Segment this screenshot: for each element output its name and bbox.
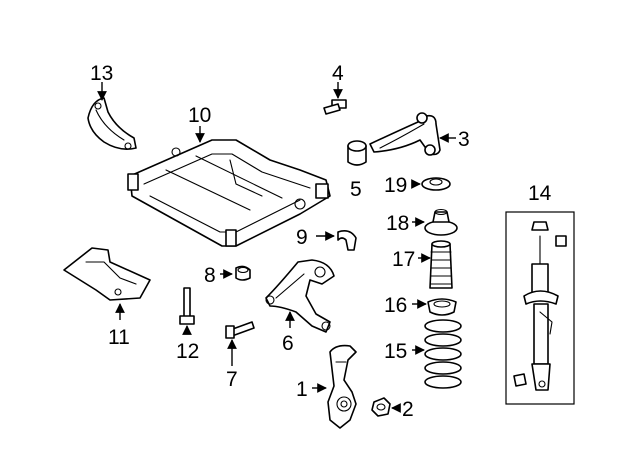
callout-1: 1 (296, 378, 308, 401)
part-14-strut-assembly[interactable] (505, 211, 575, 405)
callout-7: 7 (226, 368, 238, 391)
callout-9: 9 (296, 226, 308, 249)
part-6-lower-control-arm[interactable] (265, 259, 335, 333)
part-4-bolt[interactable] (323, 99, 347, 115)
part-19-mount[interactable] (421, 177, 451, 191)
callout-8: 8 (204, 264, 216, 287)
callout-16: 16 (384, 294, 407, 317)
part-10-crossmember[interactable] (127, 139, 331, 247)
callout-19: 19 (384, 174, 407, 197)
part-13-bracket[interactable] (87, 97, 137, 150)
callout-3: 3 (458, 128, 470, 151)
callout-2: 2 (402, 398, 414, 421)
part-16-spring-seat[interactable] (427, 298, 457, 316)
part-17-boot[interactable] (429, 240, 453, 289)
part-7-bolt[interactable] (225, 321, 255, 339)
part-9-clip[interactable] (337, 230, 357, 251)
part-15-coil-spring[interactable] (424, 319, 462, 389)
part-3-upper-control-arm[interactable] (369, 112, 441, 156)
part-8-bushing[interactable] (235, 265, 251, 281)
callout-15: 15 (384, 340, 407, 363)
callout-14: 14 (528, 182, 552, 205)
callout-11: 11 (108, 326, 130, 349)
part-12-bolt[interactable] (179, 287, 195, 325)
callout-6: 6 (282, 332, 294, 355)
callout-5: 5 (350, 178, 362, 201)
callout-18: 18 (386, 212, 409, 235)
part-18-upper-seat[interactable] (424, 208, 458, 236)
callout-17: 17 (392, 248, 415, 271)
callout-4: 4 (332, 62, 344, 85)
part-11-splash-shield[interactable] (63, 247, 151, 301)
part-2-nut[interactable] (371, 397, 391, 417)
callout-12: 12 (176, 340, 199, 363)
part-1-knuckle[interactable] (327, 344, 357, 429)
callout-10: 10 (188, 104, 211, 127)
callout-13: 13 (90, 62, 113, 85)
part-5-bushing[interactable] (347, 140, 367, 166)
